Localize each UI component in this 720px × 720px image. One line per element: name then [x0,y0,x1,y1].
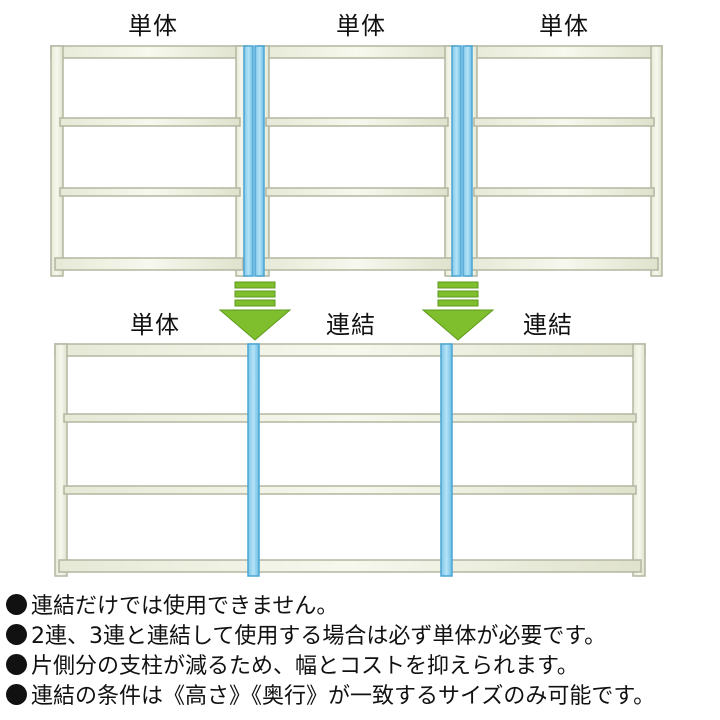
top-unit-2 [257,45,457,277]
top-label-3: 単体 [539,12,589,40]
note-item: 連結の条件は《高さ》《奥行》が一致するサイズのみ可能です。 [6,682,718,712]
top-label-1: 単体 [128,12,178,40]
top-unit-1 [50,45,248,277]
bullet-icon [6,624,27,645]
top-highlight-posts-1 [243,45,265,277]
bullet-icon [6,684,27,705]
shelf-graphics [50,45,663,577]
bottom-label-3: 連結 [523,311,573,339]
note-text: 2連、3連と連結して使用する場合は必ず単体が必要です。 [31,624,607,649]
note-text: 連結だけでは使用できません。 [31,594,339,619]
note-text: 連結の条件は《高さ》《奥行》が一致するサイズのみ可能です。 [31,684,656,709]
down-arrow-icon [421,281,495,341]
bullet-icon [6,654,27,675]
bottom-connected-unit [54,343,646,577]
bottom-label-1: 単体 [130,311,180,339]
bottom-connector-post-2 [440,343,453,577]
bullet-icon [6,594,27,615]
bottom-connector-post-1 [247,343,260,577]
down-arrow-icon [218,281,292,341]
note-item: 片側分の支柱が減るため、幅とコストを抑えられます。 [6,652,718,682]
notes-list: 連結だけでは使用できません。 2連、3連と連結して使用する場合は必ず単体が必要で… [6,592,718,712]
note-text: 片側分の支柱が減るため、幅とコストを抑えられます。 [31,654,579,679]
note-item: 2連、3連と連結して使用する場合は必ず単体が必要です。 [6,622,718,652]
bottom-label-2: 連結 [326,311,376,339]
top-highlight-posts-2 [451,45,473,277]
top-unit-3 [465,45,663,277]
top-label-2: 単体 [336,12,386,40]
note-item: 連結だけでは使用できません。 [6,592,718,622]
shelf-diagram: 単体 単体 単体 単体 連結 連結 [50,12,663,577]
